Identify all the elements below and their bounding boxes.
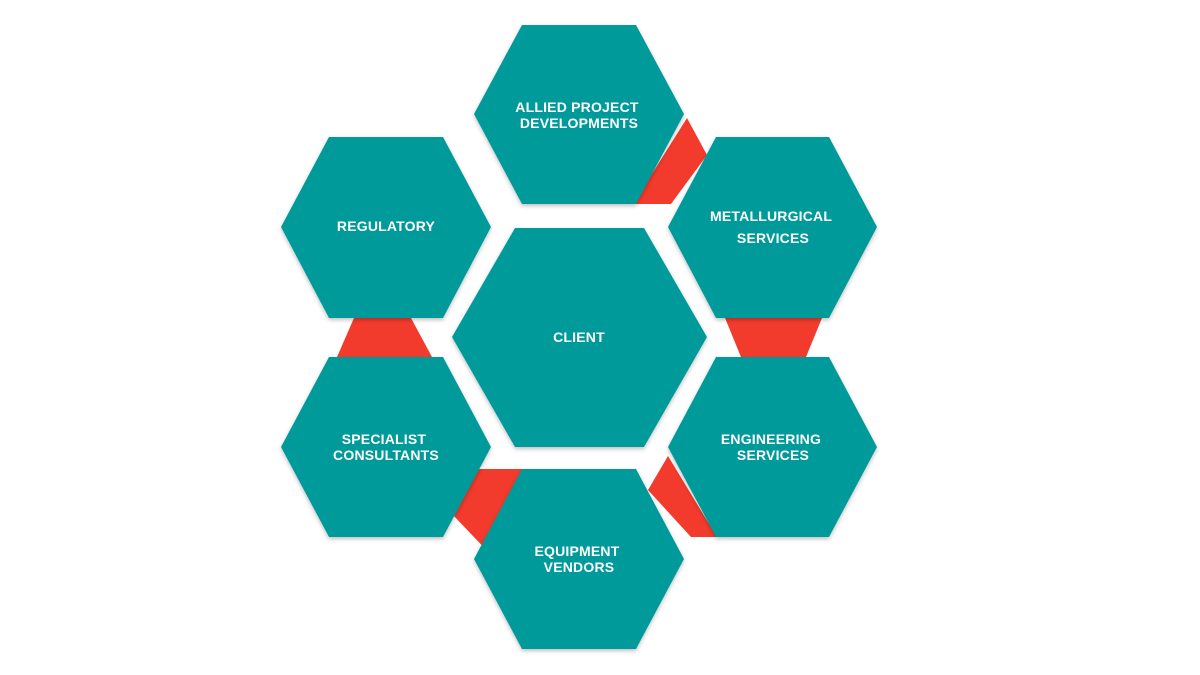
hexagon-engineering-services: ENGINEERING SERVICES bbox=[668, 357, 877, 537]
hexagon-client: CLIENT bbox=[452, 228, 707, 447]
hexagon-specialist-consultants: SPECIALIST CONSULTANTS bbox=[281, 357, 491, 537]
hexagon-regulatory: REGULATORY bbox=[281, 137, 491, 318]
hexagon-regulatory-label: REGULATORY bbox=[337, 218, 436, 234]
connector-regulatory-specialist bbox=[337, 318, 432, 357]
hexagon-regulatory-shape bbox=[281, 137, 491, 318]
hexagon-specialist-consultants-label: SPECIALIST CONSULTANTS bbox=[333, 431, 439, 463]
hexagon-specialist-consultants-shape bbox=[281, 357, 491, 537]
hexagon-metallurgical-services: METALLURGICAL SERVICES bbox=[668, 137, 877, 318]
hexagon-equipment-vendors-shape bbox=[474, 469, 684, 649]
hexagon-allied-project-developments-shape bbox=[474, 25, 684, 204]
connector-engineering-equipment bbox=[648, 456, 717, 537]
connector-allied-metallurgical bbox=[633, 118, 707, 204]
hexagon-metallurgical-services-shape bbox=[668, 137, 877, 318]
hexagon-equipment-vendors: EQUIPMENT VENDORS bbox=[474, 469, 684, 649]
connector-equipment-specialist bbox=[453, 469, 527, 555]
hexagon-metallurgical-services-label: METALLURGICAL SERVICES bbox=[710, 208, 836, 246]
hexagon-allied-project-developments-label: ALLIED PROJECT DEVELOPMENTS bbox=[515, 99, 642, 131]
hexagon-engineering-services-label: ENGINEERING SERVICES bbox=[721, 431, 825, 463]
hexagon-client-shape bbox=[452, 228, 707, 447]
hexagon-equipment-vendors-label: EQUIPMENT VENDORS bbox=[534, 543, 623, 575]
connector-metallurgical-engineering bbox=[725, 318, 822, 357]
hexagon-allied-project-developments: ALLIED PROJECT DEVELOPMENTS bbox=[474, 25, 684, 204]
hexagon-group: CLIENT ALLIED PROJECT DEVELOPMENTS METAL… bbox=[281, 25, 877, 649]
hexagon-engineering-services-shape bbox=[668, 357, 877, 537]
hexagon-client-label: CLIENT bbox=[553, 329, 605, 345]
connector-group bbox=[337, 118, 822, 555]
